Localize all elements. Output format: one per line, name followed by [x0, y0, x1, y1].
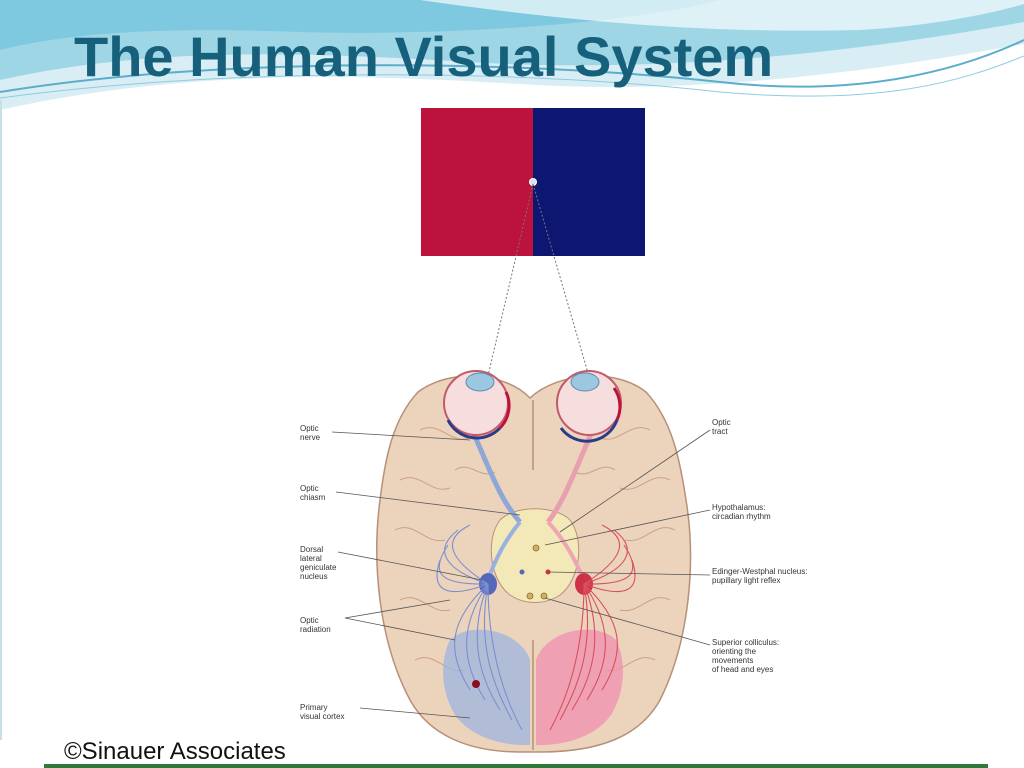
leader-lines [331, 429, 711, 719]
label-primary-visual-cortex: Primary visual cortex [300, 703, 345, 721]
label-superior-colliculus: Superior colliculus: orienting the movem… [712, 638, 780, 674]
copyright-credit: ©Sinauer Associates [64, 738, 286, 765]
brain [376, 375, 692, 753]
label-optic-nerve: Optic nerve [300, 424, 321, 442]
label-dorsal-lgn: Dorsal lateral geniculate nucleus [300, 545, 337, 581]
label-optic-tract: Optic tract [712, 418, 731, 436]
right-visual-field [533, 108, 645, 256]
bottom-bar [44, 764, 988, 768]
right-eye [556, 370, 622, 443]
label-optic-radiation: Optic radiation [300, 616, 331, 634]
label-optic-chiasm: Optic chiasm [300, 484, 326, 502]
sight-lines [486, 183, 591, 381]
header-banner [0, 0, 1024, 110]
left-eye [443, 370, 511, 440]
label-edinger-westphal: Edinger-Westphal nucleus: pupillary ligh… [712, 567, 808, 585]
label-hypothalamus: Hypothalamus: circadian rhythm [712, 503, 771, 521]
slide-title: The Human Visual System [74, 25, 774, 88]
left-visual-field [421, 108, 533, 256]
left-margin-line [0, 100, 2, 740]
